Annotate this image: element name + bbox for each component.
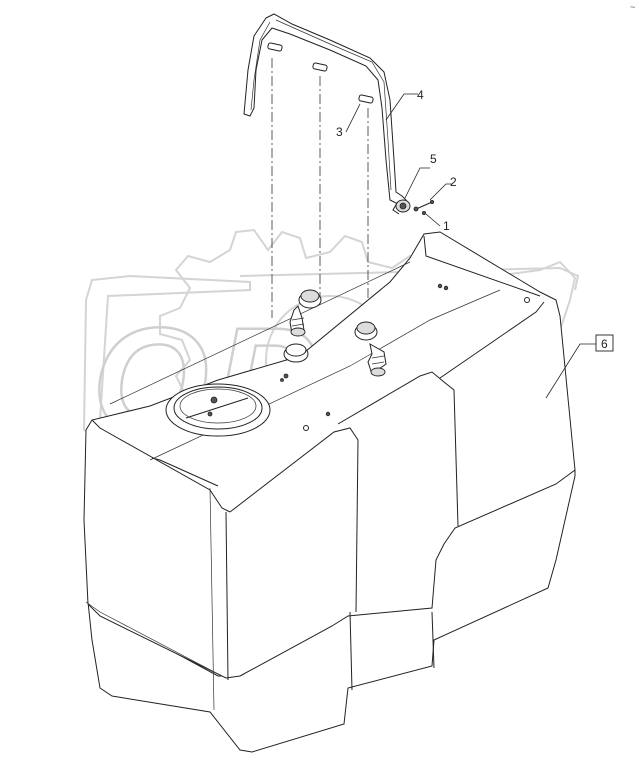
- callout-label-1: 1: [443, 219, 450, 233]
- nut-part-1: [421, 210, 426, 215]
- callout-3: 3: [336, 103, 361, 139]
- bracket-part-4: [243, 13, 407, 205]
- fitting-right: [354, 321, 387, 377]
- clamp-part-5: [392, 199, 411, 215]
- fuel-tank-part-6: [83, 231, 576, 753]
- corner-mark: ~: [630, 2, 635, 12]
- callout-label-2: 2: [450, 175, 457, 189]
- callout-box-6: [595, 334, 614, 352]
- callout-label-4: 4: [417, 88, 424, 102]
- fitting-left: [289, 289, 322, 337]
- callout-label-3: 3: [336, 125, 343, 139]
- callout-2: 2: [429, 175, 457, 201]
- alignment-lines: [271, 58, 369, 330]
- mounting-holes: [303, 283, 530, 431]
- callout-6: 6: [545, 334, 614, 399]
- callout-label-5: 5: [430, 152, 437, 166]
- callout-label-6: 6: [601, 337, 608, 351]
- callout-5: 5: [404, 152, 437, 199]
- callout-4: 4: [385, 88, 424, 121]
- filler-cap: [165, 383, 271, 437]
- callout-1: 1: [425, 213, 450, 233]
- bolt-part-2: [413, 199, 434, 212]
- vent-plug: [280, 343, 309, 382]
